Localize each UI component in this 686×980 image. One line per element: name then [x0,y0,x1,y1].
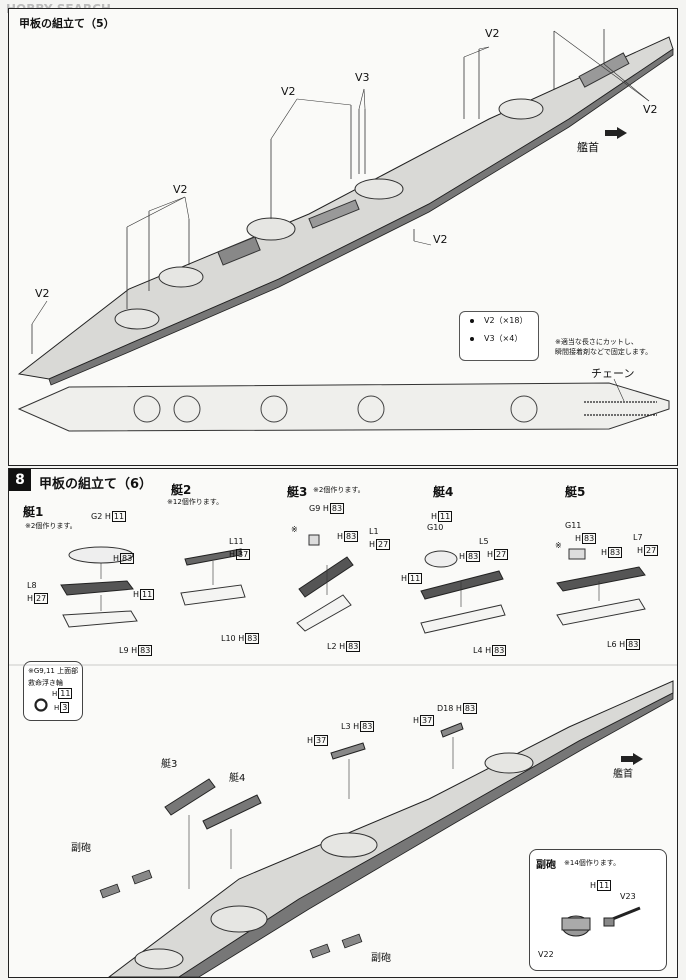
boat3-callout: 艇3 [161,759,178,770]
part-l1: L1 [369,527,379,536]
v2-label-fwd: V2 [173,183,188,196]
cut-note-line2: 瞬間接着剤などで固定します。 [555,348,653,356]
part-v22: V22 [538,950,554,959]
boat3-title: 艇3 [287,485,308,499]
deck-perspective-drawing [17,29,674,432]
v3-label: V3 [355,71,370,84]
bow-direction-label: 艦首 [577,141,599,154]
v2-label-stern: V2 [643,103,658,116]
bow-direction-label-8: 艦首 [613,769,633,780]
boat-assembly-drawings [60,534,646,634]
v2-label-bow: V2 [35,287,50,300]
secondary-gun-callout-right: 副砲 [371,953,391,964]
secondary-gun-callout-left: 副砲 [71,843,91,854]
part-l5: L5 [479,537,489,546]
v2-label-side: V2 [433,233,448,246]
part-g11-asterisk: ※ [555,541,562,550]
step7-panel: 甲板の組立て（5） [8,8,678,466]
lifering-note: ※G9,11 上面部 [28,667,79,675]
part-l7: L7 [633,533,643,542]
boat3-note: ※2個作ります。 [313,486,365,494]
boat2-note: ※12個作ります。 [167,498,224,506]
part-l8: L8 [27,581,37,590]
bow-arrow-icon [605,127,627,139]
boat4-title: 艇4 [433,485,454,499]
lifering-label: 救命浮き輪 [28,679,63,687]
part-v23: V23 [620,892,636,901]
legend-v3: V3（×4） [460,330,538,348]
secondary-gun-note: ※14個作ります。 [564,859,621,867]
chain-label: チェーン [591,367,635,380]
boat2-title: 艇2 [171,483,192,497]
step8-panel: 8 甲板の組立て（6） 艇1 ※2個作ります。 艇2 ※12個作ります。 艇3 … [8,468,678,978]
cut-note-line1: ※適当な長さにカットし、 [555,338,638,346]
part-g11: G11 [565,521,582,530]
v2-label-aft: V2 [485,27,500,40]
secondary-gun-title: 副砲 [536,860,556,871]
boat1-title: 艇1 [23,505,44,519]
boat1-note: ※2個作ります。 [25,522,77,530]
lifering-icon [34,698,48,712]
step8-number: 8 [9,469,31,491]
step8-title: 甲板の組立て（6） [39,477,153,492]
secondary-gun-drawing [561,906,641,937]
v2-label-mid: V2 [281,85,296,98]
stanchion-legend: V2（×18） V3（×4） [459,311,539,361]
legend-v2: V2（×18） [460,312,538,330]
part-l11: L11 [229,537,244,546]
boat5-title: 艇5 [565,485,586,499]
deck-boat-install-drawing [9,664,677,977]
boat4-callout: 艇4 [229,773,246,784]
bow-arrow-icon-8 [621,753,643,765]
part-g10: G10 [427,523,444,532]
part-g9-asterisk: ※ [291,525,298,534]
step7-title: 甲板の組立て（5） [19,17,115,30]
